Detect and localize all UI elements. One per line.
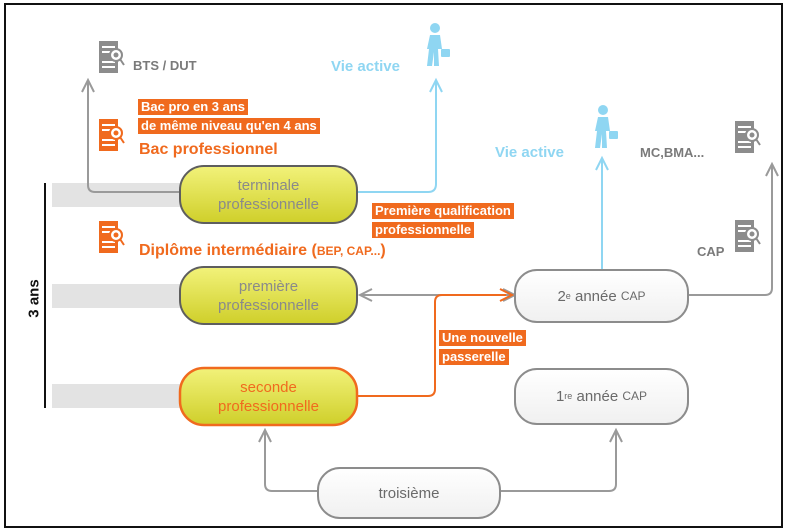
box-terminale-label: terminale professionnelle: [180, 166, 357, 223]
box-seconde: [178, 366, 359, 427]
arrow-to-vie-active-top: [357, 82, 437, 193]
cap2-text: année: [570, 287, 621, 305]
cap2-number: 2: [557, 287, 566, 305]
mc-bma-label: MC,BMA...: [640, 145, 704, 160]
arrowhead-cap1: [609, 427, 623, 443]
cap-label: CAP: [697, 244, 724, 259]
duration-label: 3 ans: [26, 269, 43, 329]
band-premiere: [52, 284, 180, 308]
bts-dut-label: BTS / DUT: [133, 58, 197, 73]
meme-niveau-text: de même niveau qu'en 4 ans: [141, 118, 317, 133]
box-troisieme: [317, 467, 501, 519]
premiere-line2: professionnelle: [218, 296, 319, 314]
cap2-superscript: e: [565, 291, 571, 301]
arrow-to-seconde: [264, 432, 318, 492]
vie-active-top-text: Vie active: [331, 58, 400, 75]
premiere-line1: première: [238, 277, 299, 295]
box-premiere-label: première professionnelle: [180, 267, 357, 324]
arrow-to-mc-bma: [688, 166, 773, 296]
terminale-line1: terminale: [237, 176, 300, 194]
bac-pro-3-ans-text: Bac pro en 3 ans: [141, 99, 246, 114]
cap1-text: année: [572, 388, 623, 405]
box-seconde-label: seconde professionnelle: [180, 368, 357, 425]
diplome-intermediaire-label: Diplôme intermédiaire (BEP, CAP...): [139, 242, 386, 260]
arrowhead-mc-bma: [765, 161, 779, 177]
cap1-number: 1: [555, 388, 565, 405]
arrowhead-bts: [81, 77, 95, 93]
diplome-main-text: Diplôme intermédiaire (: [139, 242, 317, 259]
box-cap1: [514, 368, 689, 425]
professionnelle-text: professionnelle: [375, 222, 472, 237]
vie-active-mid-label: Vie active: [495, 144, 564, 161]
vie-active-mid-text: Vie active: [495, 144, 564, 161]
bac-professionnel-text: Bac professionnel: [139, 141, 278, 158]
mc-bma-text: MC,BMA...: [640, 145, 705, 160]
document-icon-bac-pro: [99, 119, 125, 151]
meme-niveau-tag: de même niveau qu'en 4 ans: [138, 118, 320, 134]
premiere-qualification-tag: Première qualification: [372, 203, 514, 219]
box-troisieme-label: troisième: [318, 468, 500, 518]
band-terminale: [52, 183, 180, 207]
diagram-frame: [4, 3, 783, 528]
diplome-small-text: BEP, CAP...: [316, 244, 381, 258]
passerelle-text: passerelle: [442, 349, 506, 364]
arrowhead-premiere: [357, 288, 373, 302]
bac-professionnel-label: Bac professionnel: [139, 141, 278, 159]
box-premiere: [179, 266, 358, 325]
walking-person-icon-mid: [595, 105, 618, 148]
une-nouvelle-tag: Une nouvelle: [439, 330, 526, 346]
cap2-cap: CAP: [620, 288, 646, 303]
box-cap2: [514, 269, 689, 323]
arrow-to-cap1: [500, 432, 617, 492]
seconde-line2: professionnelle: [218, 397, 319, 415]
box-terminale: [179, 165, 358, 224]
passerelle-tag: passerelle: [439, 349, 509, 365]
cap-text: CAP: [697, 244, 725, 259]
arrow-passerelle: [357, 294, 506, 397]
bac-pro-3-ans-tag: Bac pro en 3 ans: [138, 99, 249, 115]
arrowhead-vie-active-mid: [595, 155, 609, 171]
premiere-qualification-text: Première qualification: [375, 203, 511, 218]
walking-person-icon-top: [427, 23, 450, 66]
arrowhead-seconde: [258, 427, 272, 443]
bts-dut-text: BTS / DUT: [133, 58, 197, 73]
une-nouvelle-text: Une nouvelle: [442, 330, 523, 345]
document-icon-cap: [735, 220, 761, 252]
cap1-superscript: re: [564, 391, 573, 401]
vie-active-top-label: Vie active: [331, 58, 400, 75]
troisieme-text: troisième: [378, 484, 440, 502]
document-icon-bts: [99, 41, 125, 73]
professionnelle-tag: professionnelle: [372, 222, 475, 238]
terminale-line2: professionnelle: [218, 195, 319, 213]
document-icon-diplome: [99, 221, 125, 253]
cap1-cap: CAP: [622, 389, 648, 403]
seconde-line1: seconde: [240, 378, 297, 396]
diplome-close-text: ): [380, 242, 386, 259]
arrowhead-vie-active-top: [429, 77, 443, 93]
duration-label-text: 3 ans: [25, 279, 43, 318]
band-seconde: [52, 384, 180, 408]
document-icon-mc-bma: [735, 121, 761, 153]
arrow-to-bts: [87, 82, 180, 193]
arrowhead-passerelle: [499, 288, 515, 302]
